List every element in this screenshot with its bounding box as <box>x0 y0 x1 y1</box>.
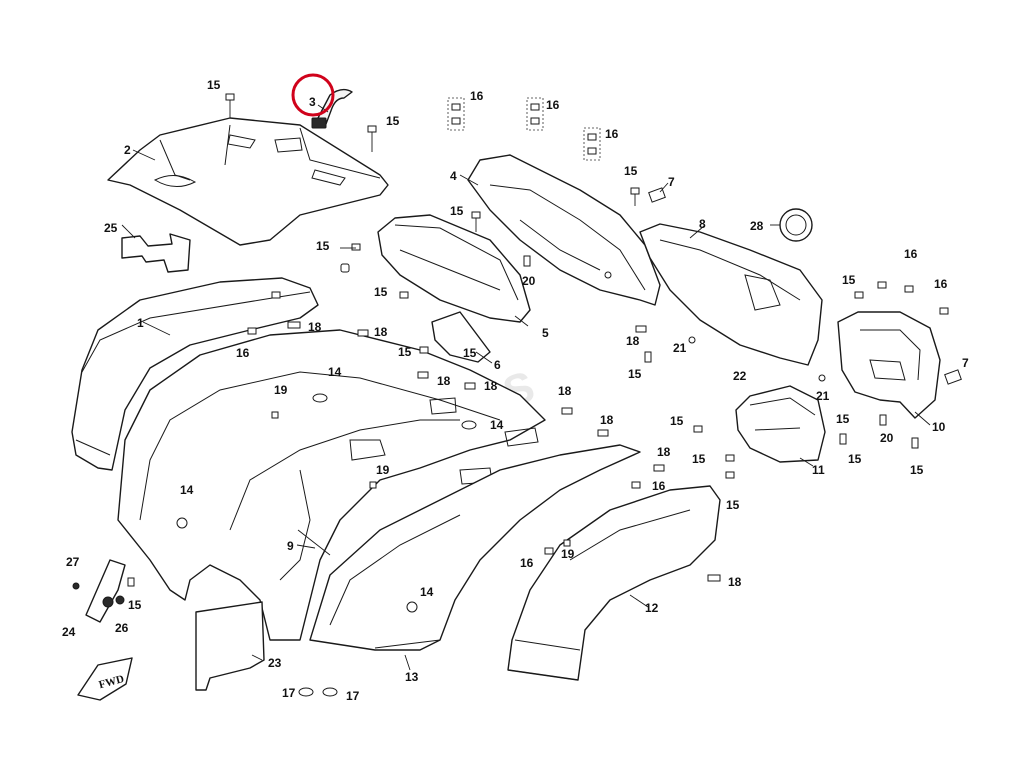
callout-10: 10 <box>932 420 946 434</box>
part-11-lower-box[interactable] <box>735 385 826 463</box>
callout-1: 1 <box>137 316 144 330</box>
callout-7: 7 <box>962 356 969 370</box>
callout-15: 15 <box>848 452 862 466</box>
callout-18: 18 <box>600 413 614 427</box>
callout-18: 18 <box>437 374 451 388</box>
callout-14: 14 <box>328 365 342 379</box>
callout-15: 15 <box>910 463 924 477</box>
callout-21: 21 <box>816 389 830 403</box>
callout-27: 27 <box>66 555 80 569</box>
callout-4: 4 <box>450 169 457 183</box>
callout-16: 16 <box>520 556 534 570</box>
callout-8: 8 <box>699 217 706 231</box>
callout-18: 18 <box>657 445 671 459</box>
part-2-rack-cover[interactable] <box>107 117 389 246</box>
callout-3: 3 <box>309 95 316 109</box>
callout-15: 15 <box>374 285 388 299</box>
leader-lines <box>121 104 931 671</box>
callout-15: 15 <box>836 412 850 426</box>
part-23-mud-flap[interactable] <box>195 601 265 691</box>
callout-15: 15 <box>624 164 638 178</box>
part-9-main-fender-body[interactable] <box>117 329 546 641</box>
callout-15: 15 <box>628 367 642 381</box>
fwd-arrow: FWD <box>77 657 133 701</box>
callout-19: 19 <box>561 547 575 561</box>
callout-15: 15 <box>450 204 464 218</box>
callout-24: 24 <box>62 625 76 639</box>
callout-11: 11 <box>812 463 825 477</box>
callout-23: 23 <box>268 656 282 670</box>
callout-19: 19 <box>274 383 288 397</box>
part-5-storage-box[interactable] <box>377 214 531 323</box>
callout-15: 15 <box>726 498 740 512</box>
callout-20: 20 <box>880 431 894 445</box>
callout-18: 18 <box>728 575 742 589</box>
part-25-bracket[interactable] <box>121 233 191 273</box>
callout-14: 14 <box>420 585 434 599</box>
callout-18: 18 <box>374 325 388 339</box>
callout-25: 25 <box>104 221 118 235</box>
part-3-latch[interactable] <box>311 88 353 129</box>
callout-labels: 15 3 15 2 25 15 1 16 18 18 19 14 16 16 1… <box>62 78 969 703</box>
hardware <box>72 93 962 697</box>
callout-16: 16 <box>605 127 619 141</box>
callout-15: 15 <box>128 598 142 612</box>
part-12-right-fender-flare[interactable] <box>507 485 721 681</box>
callout-15: 15 <box>670 414 684 428</box>
callout-14: 14 <box>180 483 194 497</box>
callout-26: 26 <box>115 621 129 635</box>
callout-16: 16 <box>470 89 484 103</box>
callout-16: 16 <box>652 479 666 493</box>
callout-22: 22 <box>733 369 747 383</box>
callout-5: 5 <box>542 326 549 340</box>
callout-9: 9 <box>287 539 294 553</box>
highlight-circle <box>291 73 335 117</box>
callout-6: 6 <box>494 358 501 372</box>
callout-17: 17 <box>282 686 296 700</box>
part-6-side-bracket[interactable] <box>431 311 491 363</box>
callout-28: 28 <box>750 219 764 233</box>
callout-21: 21 <box>673 341 687 355</box>
part-13-right-fender-panel[interactable] <box>309 444 641 651</box>
callout-18: 18 <box>484 379 498 393</box>
callout-15: 15 <box>207 78 221 92</box>
part-10-right-end-bracket[interactable] <box>837 311 941 419</box>
callout-18: 18 <box>558 384 572 398</box>
part-8-right-trim-panel[interactable] <box>639 223 823 366</box>
callout-18: 18 <box>308 320 322 334</box>
callout-16: 16 <box>934 277 948 291</box>
callout-17: 17 <box>346 689 360 703</box>
callout-12: 12 <box>645 601 659 615</box>
callout-2: 2 <box>124 143 131 157</box>
part-4-upper-mount-panel[interactable] <box>467 154 661 306</box>
callout-16: 16 <box>236 346 250 360</box>
part-28-cap[interactable] <box>779 208 813 242</box>
callout-15: 15 <box>842 273 856 287</box>
callout-19: 19 <box>376 463 390 477</box>
callout-16: 16 <box>546 98 560 112</box>
callout-18: 18 <box>626 334 640 348</box>
part-24-small-bracket[interactable] <box>85 559 126 623</box>
callout-15: 15 <box>692 452 706 466</box>
callout-13: 13 <box>405 670 419 684</box>
callout-16: 16 <box>904 247 918 261</box>
callout-7: 7 <box>668 175 675 189</box>
callout-15: 15 <box>463 346 477 360</box>
callout-20: 20 <box>522 274 536 288</box>
callout-15: 15 <box>386 114 400 128</box>
callout-15: 15 <box>316 239 330 253</box>
callout-14: 14 <box>490 418 504 432</box>
callout-15: 15 <box>398 345 412 359</box>
